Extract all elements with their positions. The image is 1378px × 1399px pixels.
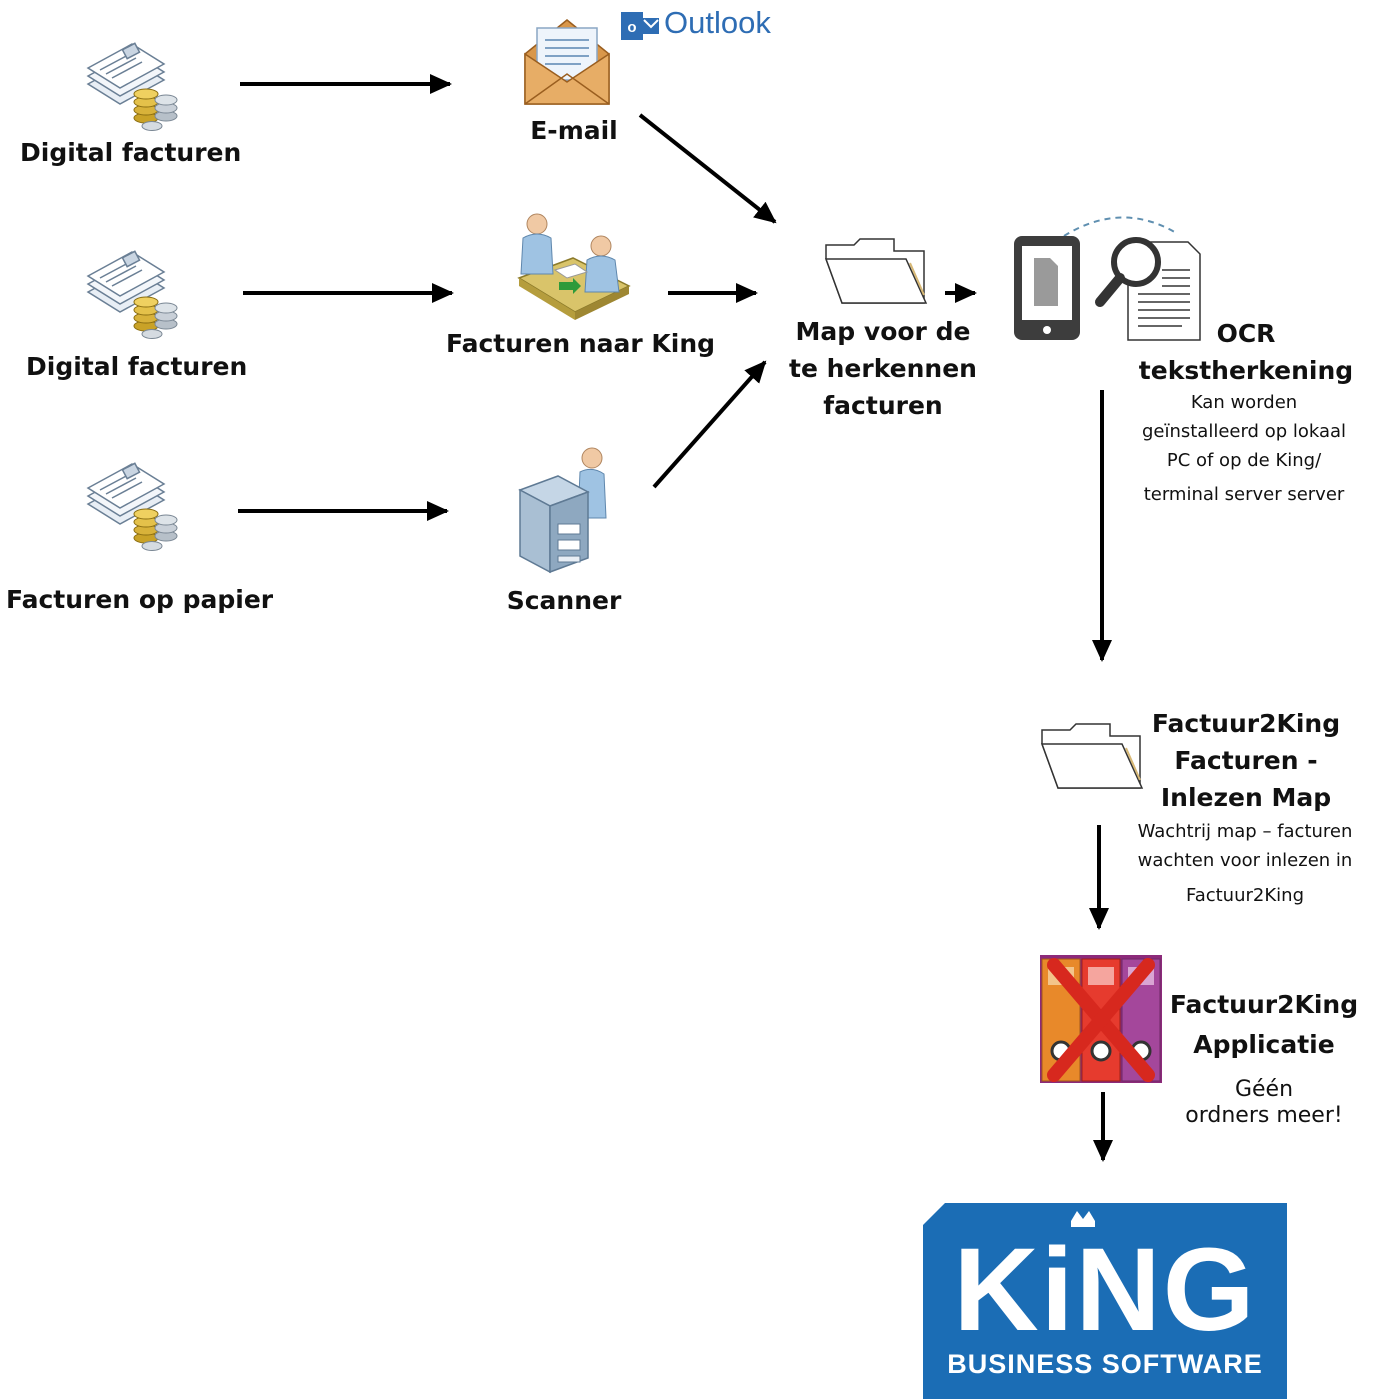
source-label-2: Digital facturen (26, 352, 248, 381)
arrow-email-map (638, 113, 777, 224)
king-logo-subtitle: BUSINESS SOFTWARE (947, 1349, 1263, 1379)
folder-icon (1040, 723, 1144, 789)
inlezen-title-3: Inlezen Map (1160, 783, 1332, 812)
ocr-scan-icon (1014, 216, 1201, 341)
source-label-1: Digital facturen (20, 138, 242, 167)
folder-icon (824, 238, 928, 304)
invoice-stack-icon (86, 250, 178, 339)
ocr-note-4: terminal server server (1143, 484, 1345, 505)
inlezen-note-2: wachten voor inlezen in (1137, 850, 1353, 871)
arrow-scanner-map (652, 360, 767, 489)
ocr-title: OCR tekstherkening (1138, 319, 1354, 385)
king-logo: KiNG BUSINESS SOFTWARE (923, 1203, 1287, 1399)
source-label-3: Facturen op papier (6, 585, 274, 614)
ocr-note-2: geïnstalleerd op lokaal (1141, 421, 1347, 442)
inlezen-title-2: Facturen - (1174, 746, 1318, 775)
outlook-brand: Outlook (664, 5, 771, 40)
invoice-stack-icon (86, 462, 178, 551)
inlezen-title-1: Factuur2King (1151, 709, 1341, 738)
svg-text:o: o (627, 19, 636, 36)
king-logo-word: KiNG (953, 1224, 1257, 1356)
king-channel-label: Facturen naar King (446, 329, 716, 358)
envelope-icon (524, 19, 610, 105)
binders-crossed-icon (1040, 955, 1162, 1083)
app-note-1: Géén (1234, 1077, 1294, 1102)
ocr-note-1: Kan worden (1190, 392, 1298, 413)
email-label: E-mail (530, 116, 618, 145)
scanner-icon (518, 447, 607, 574)
ocr-note-3: PC of op de King/ (1166, 450, 1322, 471)
app-title-1: Factuur2King (1169, 990, 1359, 1019)
outlook-icon: o (621, 12, 659, 40)
app-title-2: Applicatie (1193, 1030, 1335, 1059)
scanner-label: Scanner (506, 586, 622, 615)
people-at-desk-icon (517, 213, 631, 320)
invoice-stack-icon (86, 42, 178, 131)
map-folder-label: Map voor de te herkennen facturen (789, 317, 977, 420)
app-note-2: ordners meer! (1185, 1103, 1343, 1128)
inlezen-note-1: Wachtrij map – facturen (1137, 821, 1353, 842)
inlezen-note-3: Factuur2King (1186, 885, 1304, 906)
